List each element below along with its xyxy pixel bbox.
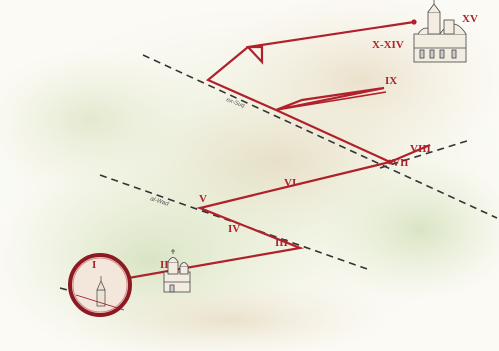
station-label-viii: VIII [410,143,431,155]
road-upper [142,54,498,219]
route-path [99,20,431,285]
church-icon [163,249,191,293]
station-label-vii: VII [392,157,409,169]
route-branch-ix [275,91,387,111]
station-label-ix: IX [385,75,397,87]
route-branch-viii [389,143,431,164]
basilica-icon [413,0,467,63]
station-dot-vii [387,159,393,165]
station-label-ii: II [160,259,169,271]
station-dot-x [411,19,417,25]
station-label-v: V [199,193,207,205]
magnifier-circle-icon [68,253,132,317]
station-label-xv: XV [462,13,478,25]
station-label-x-xiv: X-XIV [372,39,404,51]
road-label-middle: al-Wad [149,196,169,208]
station-label-iv: IV [228,223,240,235]
station-label-iii: III [275,237,288,249]
road-right [379,139,471,169]
station-label-i: I [92,259,96,271]
station-label-vi: VI [284,177,296,189]
route-main [99,20,415,285]
